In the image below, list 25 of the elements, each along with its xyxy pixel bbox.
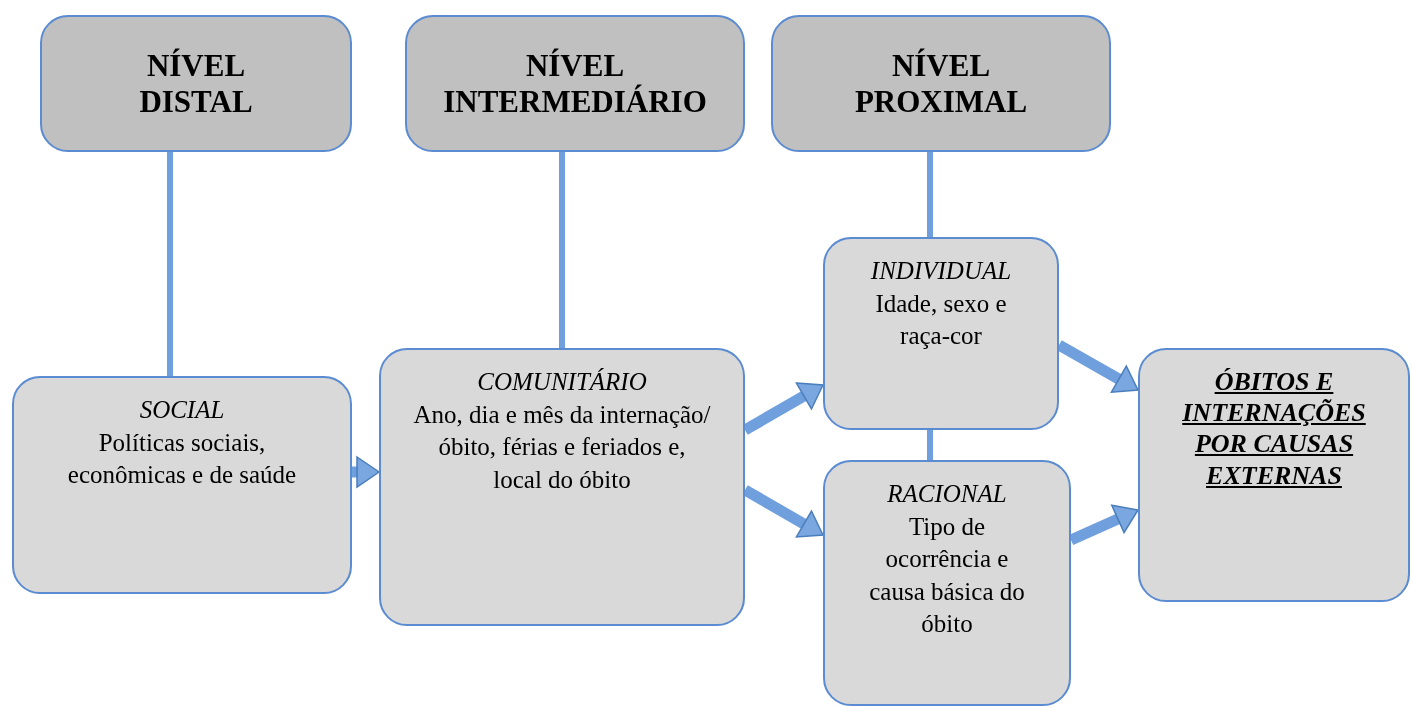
block-arrow [352, 456, 380, 488]
connector-line [927, 430, 933, 460]
factor-heading: SOCIAL [139, 395, 225, 425]
factor-description: Políticas sociais, econômicas e de saúde [66, 427, 298, 490]
connector-line [927, 152, 933, 237]
factor-box [823, 237, 1059, 430]
connector-line [167, 152, 173, 376]
level-box [40, 15, 352, 152]
level-box [771, 15, 1111, 152]
outcome-text: ÓBITOS E INTERNAÇÕES POR CAUSAS EXTERNAS [1181, 366, 1367, 491]
factor-description: Idade, sexo e raça-cor [874, 288, 1008, 351]
factor-box [12, 376, 352, 594]
factor-box [823, 460, 1071, 706]
level-heading: NÍVEL PROXIMAL [853, 47, 1029, 120]
outcome-box [1138, 348, 1410, 602]
level-box [405, 15, 745, 152]
factor-description: Ano, dia e mês da internação/óbito, férias e feriados e, local do óbito [413, 399, 711, 495]
factor-heading: INDIVIDUAL [870, 256, 1012, 286]
level-heading: NÍVEL INTERMEDIÁRIO [443, 47, 707, 120]
factor-box [379, 348, 745, 626]
factor-heading: COMUNITÁRIO [477, 367, 647, 397]
factor-heading: RACIONAL [887, 479, 1007, 509]
connector-line [559, 152, 565, 348]
level-heading: NÍVEL DISTAL [138, 47, 254, 120]
factor-description: Tipo de ocorrência e causa básica do óbito [868, 511, 1026, 639]
